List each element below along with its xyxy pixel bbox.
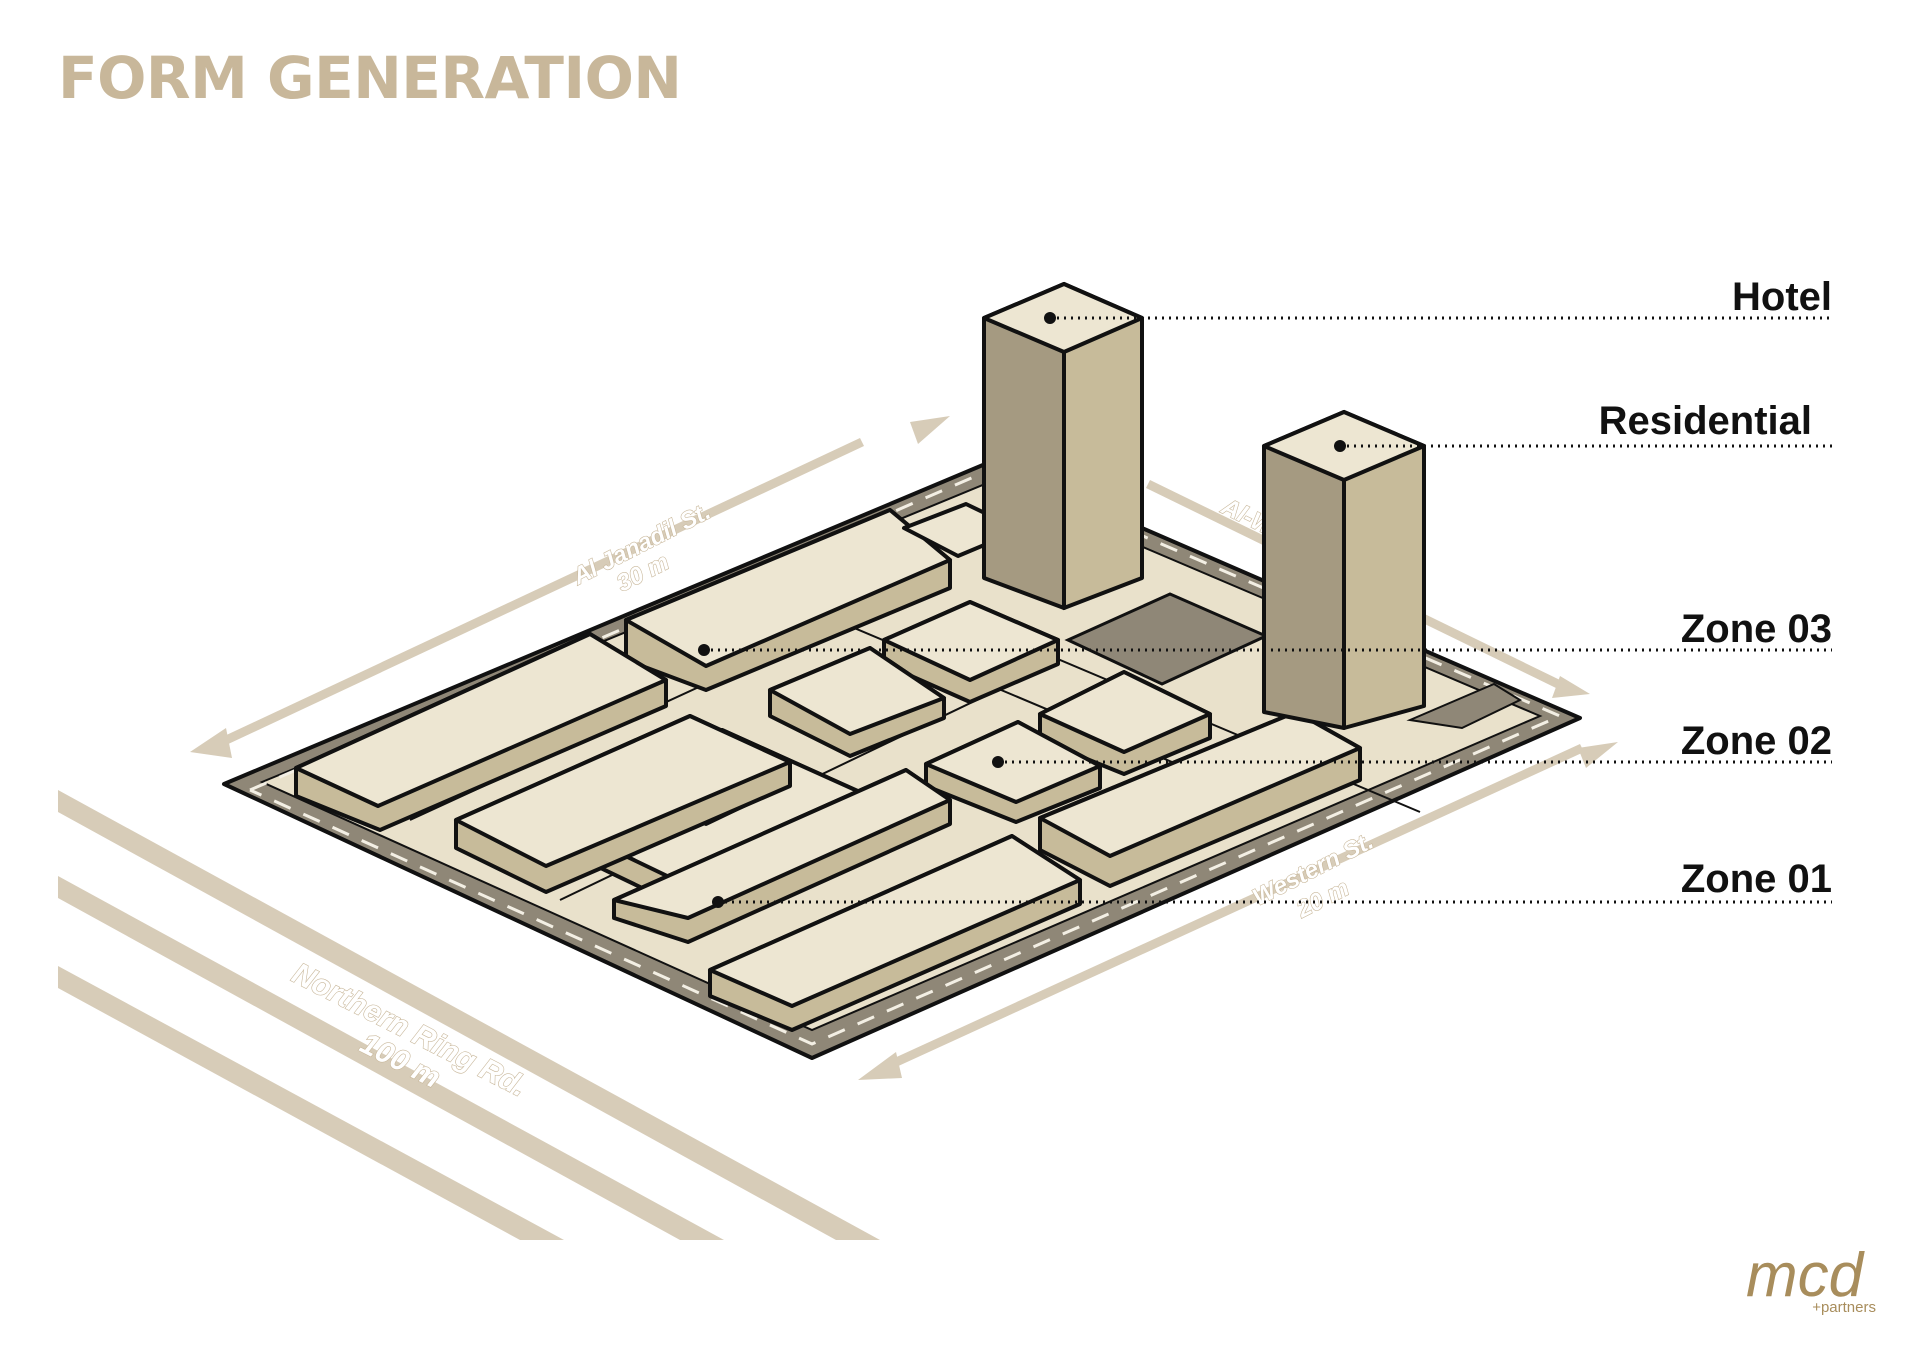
residential-tower — [1262, 410, 1426, 730]
zone-02-label: Zone 02 — [1681, 719, 1832, 763]
residential-marker — [1334, 440, 1346, 452]
hotel-tower — [982, 282, 1144, 610]
zone-01-marker — [712, 896, 724, 908]
leader-dots — [698, 312, 1346, 908]
residential-label: Residential — [1599, 399, 1812, 443]
company-logo: mcd +partners — [1746, 1241, 1876, 1316]
zone-01-label: Zone 01 — [1681, 857, 1832, 901]
page-title: FORM GENERATION — [58, 44, 682, 112]
zone-03-label: Zone 03 — [1681, 607, 1832, 651]
zone-03-marker — [698, 644, 710, 656]
site-base — [222, 460, 1582, 1060]
hotel-marker — [1044, 312, 1056, 324]
logo-subtitle: +partners — [1812, 1299, 1876, 1316]
low-massing-blocks — [294, 502, 1362, 1032]
zone-02-marker — [992, 756, 1004, 768]
hotel-label: Hotel — [1732, 275, 1832, 319]
logo-mark: mcd — [1746, 1241, 1866, 1310]
leader-lines — [704, 316, 1832, 904]
